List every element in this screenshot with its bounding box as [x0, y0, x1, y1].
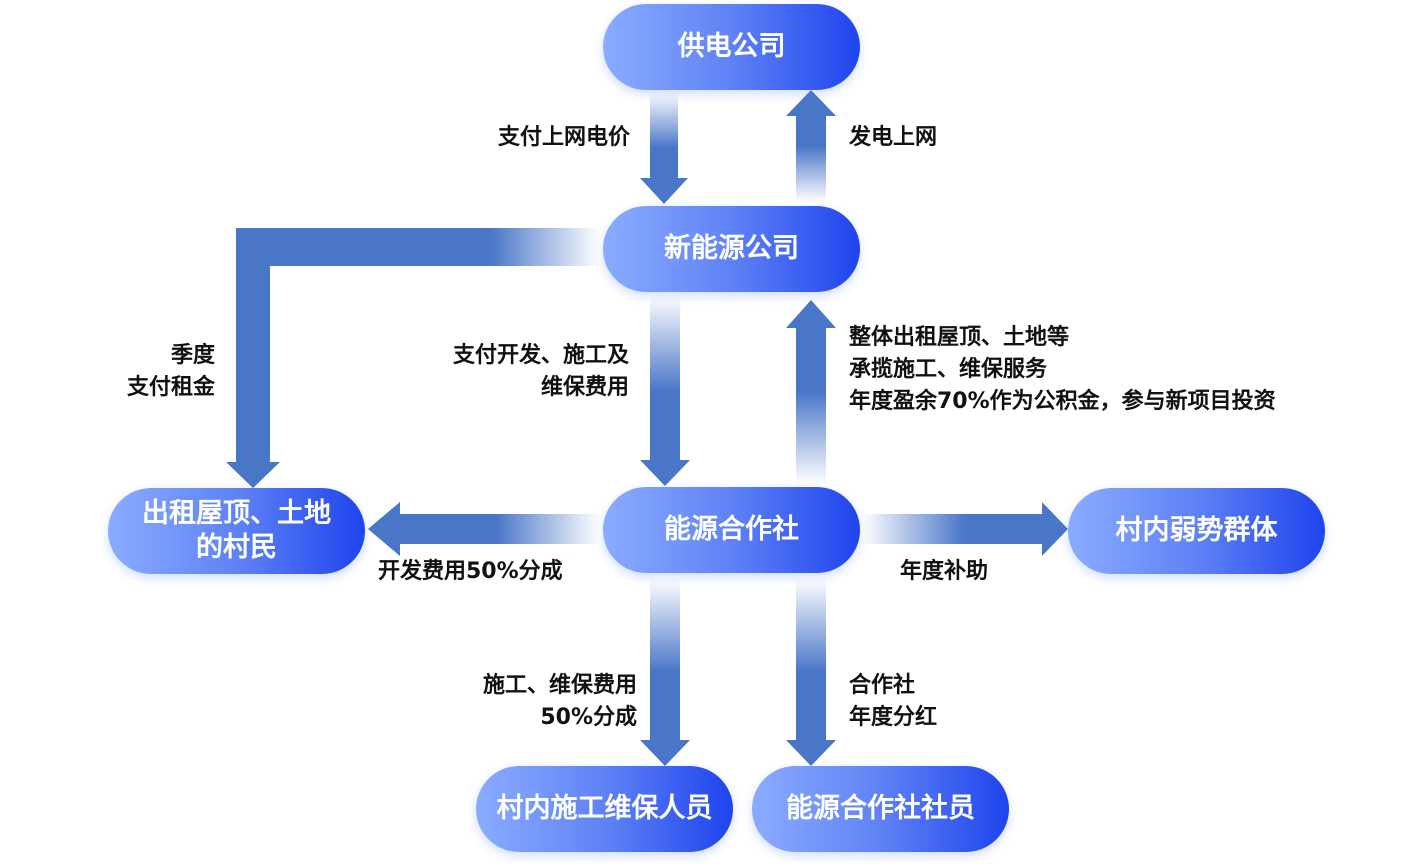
label-line: 支付开发、施工及	[452, 343, 629, 368]
label-line: 支付租金	[126, 375, 215, 400]
node-label: 供电公司	[677, 31, 786, 62]
label-line: 合作社	[849, 673, 916, 698]
arrow-dev-share	[368, 502, 600, 556]
node-label: 新能源公司	[664, 233, 799, 264]
label-line: 承揽施工、维保服务	[849, 357, 1048, 382]
label-quarterly-rent: 季度支付租金	[127, 340, 215, 404]
node-energy-coop: 能源合作社	[603, 487, 860, 573]
arrow-rent-vertical	[226, 228, 280, 488]
label-construction-share: 施工、维保费用 50%分成	[483, 670, 637, 734]
arrow-pay-grid-price	[640, 92, 688, 204]
label-dividend: 合作社年度分红	[849, 670, 937, 734]
label-pay-grid-price: 支付上网电价	[497, 125, 630, 150]
node-label: 的村民	[196, 532, 277, 563]
label-line: 施工、维保费用	[482, 673, 637, 698]
arrow-construction-share	[640, 578, 690, 766]
label-line: 年度盈余70%作为公积金，参与新项目投资	[849, 389, 1276, 414]
node-construction-staff: 村内施工维保人员	[476, 766, 733, 852]
arrow-rent-horizontal	[236, 228, 600, 266]
arrow-annual-subsidy	[862, 502, 1068, 556]
label-line: 50%分成	[540, 705, 637, 730]
arrow-dividend	[786, 578, 836, 766]
label-line: 整体出租屋顶、土地等	[849, 325, 1070, 350]
label-pay-dev: 支付开发、施工及维保费用	[453, 340, 629, 404]
node-label: 能源合作社	[664, 514, 799, 545]
node-power-company: 供电公司	[603, 4, 860, 90]
node-label: 村内弱势群体	[1115, 515, 1278, 546]
label-lease: 整体出租屋顶、土地等承揽施工、维保服务年度盈余70%作为公积金，参与新项目投资	[849, 322, 1276, 418]
node-label: 村内施工维保人员	[496, 793, 713, 824]
label-annual-subsidy: 年度补助	[900, 559, 989, 584]
node-villagers: 出租屋顶、土地的村民	[108, 488, 365, 574]
arrow-grid-connection	[786, 90, 836, 202]
node-vulnerable-groups: 村内弱势群体	[1068, 488, 1325, 574]
node-label: 出租屋顶、土地	[142, 498, 331, 529]
node-label: 能源合作社社员	[786, 793, 975, 824]
label-grid-connection: 发电上网	[849, 125, 938, 150]
label-line: 季度	[170, 343, 215, 368]
node-coop-members: 能源合作社社员	[752, 766, 1009, 852]
label-dev-share: 开发费用50%分成	[378, 559, 563, 584]
arrow-pay-dev	[640, 295, 690, 486]
label-line: 年度分红	[849, 705, 938, 730]
arrow-lease	[786, 300, 836, 484]
node-new-energy-company: 新能源公司	[603, 206, 860, 292]
label-line: 维保费用	[540, 375, 629, 400]
